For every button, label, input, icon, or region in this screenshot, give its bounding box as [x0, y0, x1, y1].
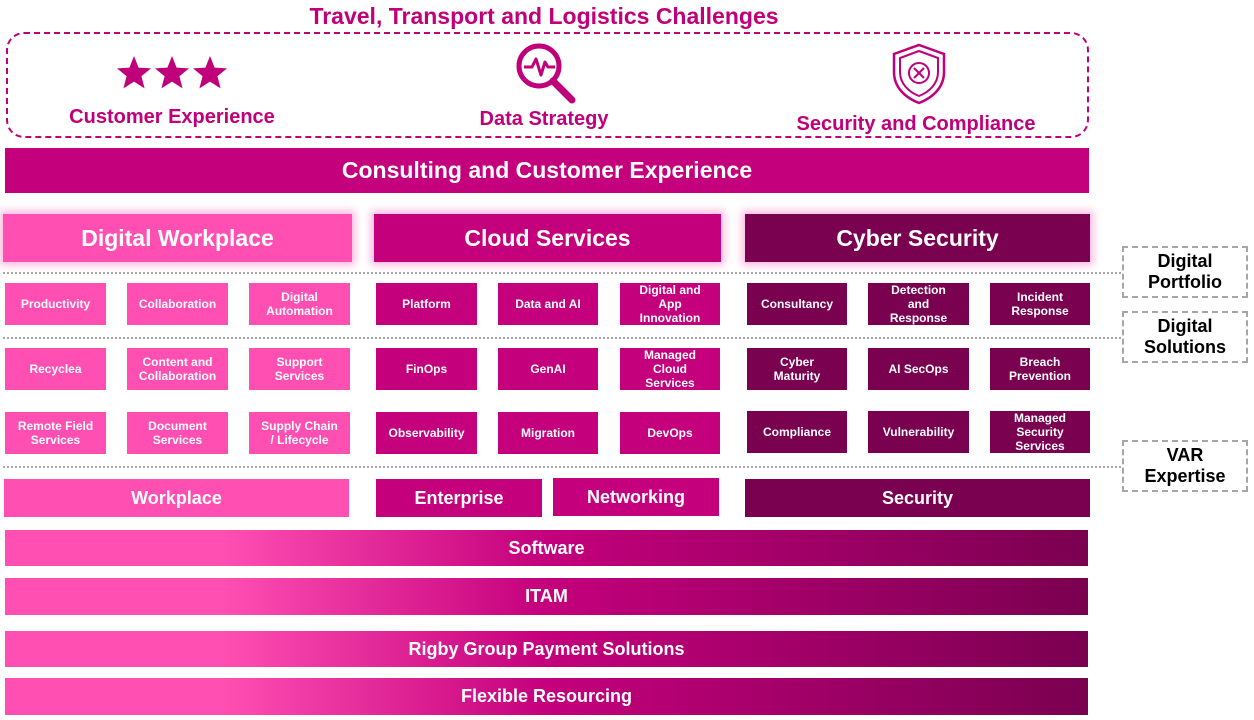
tile-detection-response: Detection and Response: [868, 283, 969, 325]
challenge-data-strategy: Data Strategy: [479, 108, 609, 130]
side-label-var-expertise: VAR Expertise: [1122, 440, 1248, 492]
tile-support-services: Support Services: [249, 348, 350, 390]
tile-breach-prevention: Breach Prevention: [990, 348, 1090, 390]
tile-compliance: Compliance: [747, 411, 847, 453]
three-stars-icon: [116, 52, 228, 94]
tile-managed-security-services: Managed Security Services: [990, 411, 1090, 453]
software-bar: Software: [5, 530, 1088, 566]
tile-remote-field-services: Remote Field Services: [5, 412, 106, 454]
magnifier-pulse-icon: [512, 40, 580, 104]
tile-productivity: Productivity: [5, 283, 106, 325]
tile-platform: Platform: [376, 283, 477, 325]
tile-devops: DevOps: [620, 412, 720, 454]
payment-solutions-bar: Rigby Group Payment Solutions: [5, 631, 1088, 667]
tile-content-collaboration: Content and Collaboration: [127, 348, 228, 390]
itam-bar: ITAM: [5, 578, 1088, 615]
column-header-digital-workplace: Digital Workplace: [3, 214, 352, 262]
tile-observability: Observability: [376, 412, 477, 454]
separator-solutions: [3, 337, 1125, 339]
diagram-title: Travel, Transport and Logistics Challeng…: [309, 3, 779, 29]
tile-recyclea: Recyclea: [5, 348, 106, 390]
tile-finops: FinOps: [376, 348, 477, 390]
tile-digital-automation: Digital Automation: [249, 283, 350, 325]
challenge-customer-experience: Customer Experience: [69, 106, 275, 128]
column-header-cloud-services: Cloud Services: [374, 214, 721, 262]
separator-portfolio: [3, 272, 1125, 274]
var-networking-bar: Networking: [553, 478, 719, 516]
tile-ai-secops: AI SecOps: [868, 348, 969, 390]
side-label-digital-solutions: Digital Solutions: [1122, 311, 1248, 363]
tile-cyber-maturity: Cyber Maturity: [747, 348, 847, 390]
column-header-cyber-security: Cyber Security: [745, 214, 1090, 262]
tile-document-services: Document Services: [127, 412, 228, 454]
tile-genai: GenAI: [498, 348, 598, 390]
tile-supply-chain-lifecycle: Supply Chain / Lifecycle: [249, 412, 350, 454]
var-workplace-bar: Workplace: [4, 479, 349, 517]
tile-migration: Migration: [498, 412, 598, 454]
var-enterprise-bar: Enterprise: [376, 479, 542, 517]
challenge-security-compliance: Security and Compliance: [796, 113, 1036, 135]
flexible-resourcing-bar: Flexible Resourcing: [5, 678, 1088, 715]
tile-collaboration: Collaboration: [127, 283, 228, 325]
side-label-digital-portfolio: Digital Portfolio: [1122, 246, 1248, 298]
tile-incident-response: Incident Response: [990, 283, 1090, 325]
var-security-bar: Security: [745, 479, 1090, 517]
separator-var: [3, 466, 1125, 468]
consulting-bar: Consulting and Customer Experience: [5, 148, 1089, 193]
shield-x-icon: [890, 42, 948, 106]
tile-digital-app-innovation: Digital and App Innovation: [620, 283, 720, 325]
tile-managed-cloud-services: Managed Cloud Services: [620, 348, 720, 390]
tile-data-and-ai: Data and AI: [498, 283, 598, 325]
tile-vulnerability: Vulnerability: [868, 411, 969, 453]
challenges-frame: [6, 32, 1089, 138]
tile-consultancy: Consultancy: [747, 283, 847, 325]
